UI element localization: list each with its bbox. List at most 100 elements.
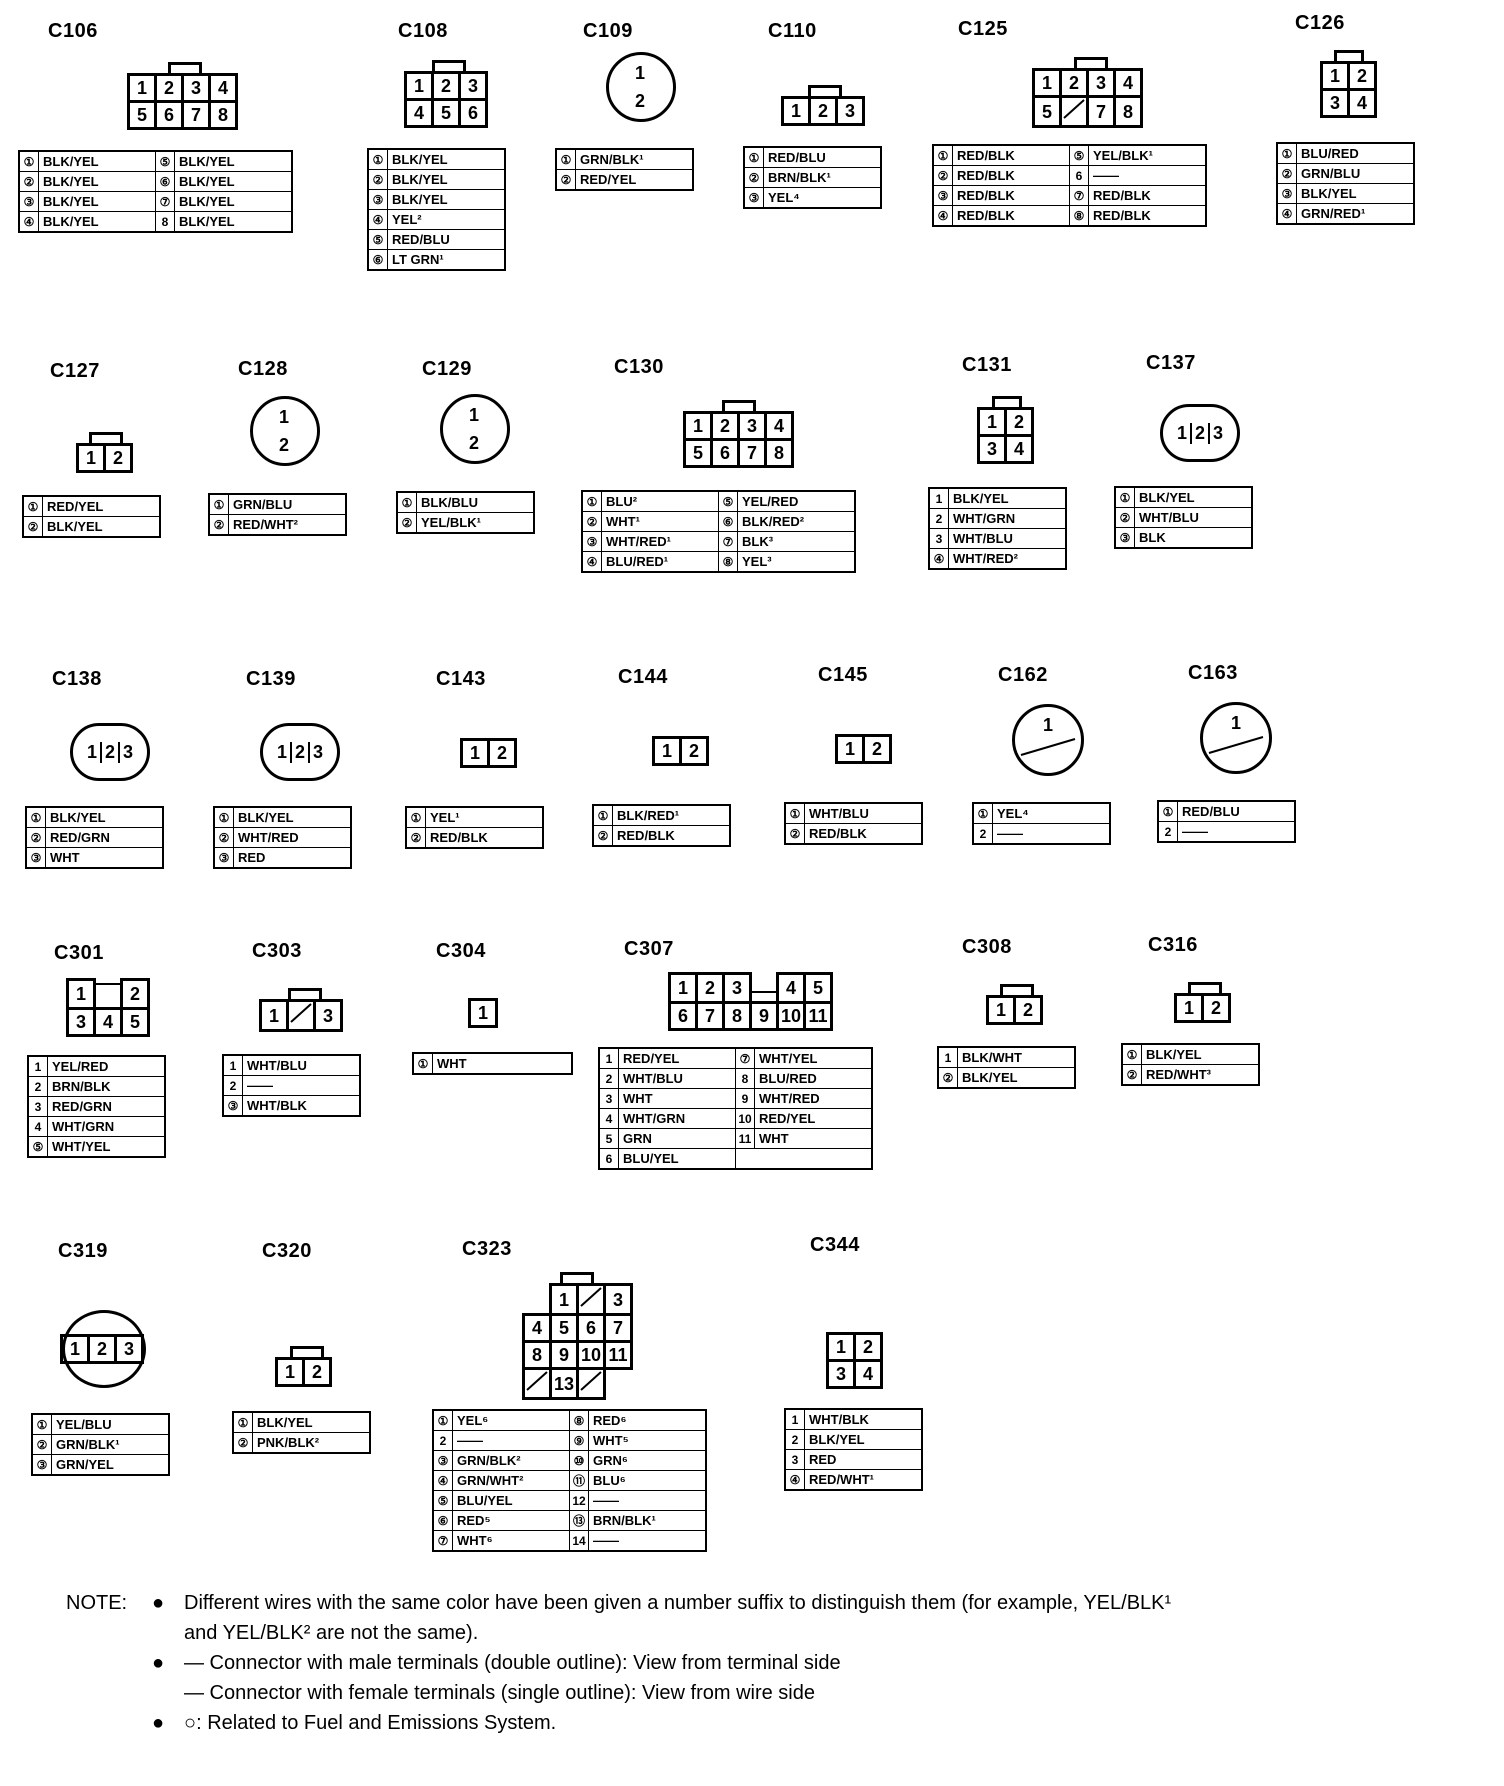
pin: 4 — [208, 73, 238, 103]
pin: 1 — [549, 1283, 579, 1316]
pin: 8 — [522, 1340, 552, 1370]
pin: 1 — [468, 998, 498, 1028]
terminal-number: ⑪ — [569, 1470, 589, 1491]
pin: 1 — [60, 1334, 90, 1364]
connector-lock-tab — [808, 85, 842, 98]
terminal-number: ② — [405, 827, 426, 849]
key-line — [1208, 736, 1264, 754]
terminal-number: ③ — [25, 847, 46, 869]
wire-color: BRN/BLK¹ — [588, 1510, 707, 1531]
terminal-number: ① — [232, 1411, 253, 1433]
connector-id-c126: C126 — [1295, 12, 1345, 34]
pin: 2 — [87, 1334, 117, 1364]
wire-color: RED/BLU — [387, 229, 506, 250]
pin: 3 — [826, 1359, 856, 1389]
connector-id-c145: C145 — [818, 664, 868, 686]
pin: 2 — [487, 738, 517, 768]
terminal-number: ① — [213, 806, 234, 828]
wire-color: BLK/YEL — [957, 1067, 1076, 1089]
pin: 1 — [826, 1332, 856, 1362]
wire-color: RED/BLK — [804, 823, 923, 845]
terminal-number: ① — [581, 490, 602, 512]
connector-id-c301: C301 — [54, 942, 104, 964]
wire-color: BLK/YEL — [174, 191, 293, 212]
terminal-number: 4 — [598, 1108, 619, 1129]
terminal-number: ② — [367, 169, 388, 190]
pin: 7 — [1086, 95, 1116, 128]
wire-color: —— — [242, 1075, 361, 1096]
terminal-number: 9 — [735, 1088, 755, 1109]
pin: 1 — [977, 407, 1007, 437]
pin: 11 — [603, 1340, 633, 1370]
terminal-number: ⑤ — [718, 490, 738, 512]
wire-color: RED/WHT³ — [1141, 1064, 1260, 1086]
connector-id-c128: C128 — [238, 358, 288, 380]
wire-color — [736, 1149, 873, 1170]
pin — [605, 1369, 632, 1399]
pin: 1 — [127, 73, 157, 103]
pin: 1 — [781, 96, 811, 126]
terminal-number: ① — [1121, 1043, 1142, 1065]
wire-color: BLK/YEL — [38, 211, 156, 233]
wire-color: WHT — [754, 1128, 873, 1149]
pin: 9 — [749, 1000, 779, 1031]
wire-color: BLK/YEL — [948, 487, 1067, 509]
terminal-number: ⑤ — [1069, 144, 1089, 166]
wire-color: RED/WHT² — [228, 514, 347, 536]
wire-color: RED/BLK — [952, 165, 1070, 186]
terminal-number: 1 — [937, 1046, 958, 1068]
wire-color: BLK/YEL — [38, 171, 156, 192]
pin: 7 — [603, 1313, 633, 1343]
wire-color: RED/YEL — [575, 169, 694, 191]
wire-color: BLU/YEL — [452, 1490, 570, 1511]
wire-color: RED/GRN — [47, 1096, 166, 1117]
wire-color: RED/WHT¹ — [804, 1469, 923, 1491]
wire-color: WHT/YEL — [47, 1136, 166, 1158]
wire-color: GRN/YEL — [51, 1454, 170, 1476]
connector-lock-tab — [288, 988, 322, 1001]
pin: 3 — [1320, 88, 1350, 118]
terminal-number: ⑤ — [27, 1136, 48, 1158]
terminal-number: ⑥ — [718, 511, 738, 532]
bullet: ● — [152, 1592, 165, 1614]
terminal-number: 2 — [432, 1430, 453, 1451]
terminal-number: 10 — [735, 1108, 755, 1129]
wire-color: RED/BLK — [1088, 205, 1207, 227]
connector-lock-tab — [560, 1272, 594, 1285]
terminal-number: 1 — [222, 1054, 243, 1076]
blank-cavity — [576, 1283, 606, 1316]
terminal-number: ④ — [581, 551, 602, 573]
wire-color: WHT/BLK — [242, 1095, 361, 1117]
connector-lock-tab — [1074, 57, 1108, 70]
terminal-number: ④ — [367, 209, 388, 230]
wire-color: GRN/BLU — [1296, 163, 1415, 184]
pin: 7 — [737, 438, 767, 468]
wire-color: RED/BLK — [952, 185, 1070, 206]
wire-color: WHT/RED² — [948, 548, 1067, 570]
terminal-number: ③ — [743, 187, 764, 209]
wire-color: BLK/YEL — [252, 1411, 371, 1433]
terminal-number: ③ — [432, 1450, 453, 1471]
pin: 5 — [803, 972, 833, 1004]
connector-id-c106: C106 — [48, 20, 98, 42]
terminal-number: ⑧ — [718, 551, 738, 573]
pin: 3 — [977, 434, 1007, 464]
wire-color: WHT/BLU — [804, 802, 923, 824]
blank-cavity — [522, 1367, 552, 1400]
terminal-number: ① — [1114, 486, 1135, 508]
wire-color: RED/GRN — [45, 827, 164, 848]
terminal-number: ② — [396, 512, 417, 534]
pin: 6 — [576, 1313, 606, 1343]
connector-id-c303: C303 — [252, 940, 302, 962]
pin: 1 — [404, 71, 434, 101]
pin: 1 — [460, 738, 490, 768]
terminal-number: ④ — [928, 548, 949, 570]
